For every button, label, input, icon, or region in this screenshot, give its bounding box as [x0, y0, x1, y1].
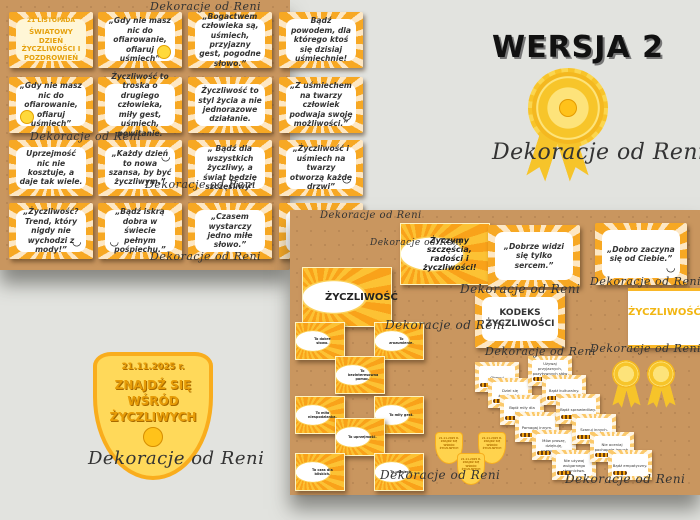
quote-card: „Czasem wystarczy jedno miłe słowo.” [188, 203, 272, 259]
version-title: WERSJA 2 [492, 30, 664, 65]
watermark: Dekoracje od Reni [565, 472, 686, 486]
watermark: Dekoracje od Reni [460, 282, 581, 296]
quote-card: Bądź powodem, dla którego ktoś się dzisi… [279, 12, 363, 68]
word-cloud-title: ŻYCZLIWOŚĆ [628, 307, 700, 318]
watermark: Dekoracje od Reni [590, 275, 700, 288]
sun-card: To zrozumienie. [374, 322, 424, 360]
watermark: Dekoracje od Reni [485, 345, 597, 358]
watermark: Dekoracje od Reni [150, 0, 262, 13]
watermark: Dekoracje od Reni [150, 250, 262, 263]
small-rosette [610, 358, 642, 390]
watermark: Dekoracje od Reni [30, 130, 142, 143]
quote-card: „Gdy nie masz nic do ofiarowanie, ofiaru… [9, 77, 93, 133]
sun-card: To uprzejmość. [335, 418, 385, 456]
smile-icon: ◡ [342, 109, 351, 123]
watermark: Dekoracje od Reni [370, 238, 463, 248]
rule-card: Bądź empatyczny. [608, 450, 652, 480]
mini-shield-badge: 21.11.2025 R.ZNAJDŹ SIĘ WŚRÓD ŻYCZLIWYCH [457, 453, 485, 485]
shield-badge: 21.11.2025 r. ZNAJDŹ SIĘ WŚRÓD ŻYCZLIWYC… [93, 352, 213, 480]
badge-line: ZNAJDŹ SIĘ [114, 378, 192, 392]
quote-card: „Gdy nie masz nic do ofiarowanie, ofiaru… [98, 12, 182, 68]
quote-card: „Każdy dzień to nowa szansa, by być życz… [98, 140, 182, 196]
card-date: 21 LISTOPADA [26, 17, 76, 25]
smile-icon: ◡ [666, 261, 675, 275]
quote-card: „Życzliwość i uśmiech na twarzy otworzą … [279, 140, 363, 196]
quote-card: „Bogactwem człowieka są, uśmiech, przyja… [188, 12, 272, 68]
badge-date: 21.11.2025 r. [121, 362, 185, 372]
smile-icon: ◡ [342, 172, 351, 186]
smiley-icon [20, 110, 34, 124]
badge-line: ŻYCZLIWYCH [109, 410, 197, 424]
quote-card: Życzliwość to troska o drugiego człowiek… [98, 72, 182, 138]
smile-icon: ◡ [110, 235, 119, 249]
badge-line: WŚRÓD [127, 394, 179, 408]
greeting-card: Życzymy szczęścia, radości i życzliwości… [400, 223, 490, 285]
quote-card: „Bądź iskrą dobra w świecie pełnym pośpi… [98, 203, 182, 259]
watermark: Dekoracje od Reni [380, 468, 501, 482]
quote-card: „Dobrze widzi się tylko sercem.” [488, 225, 580, 287]
kodeks-card: KODEKS ŻYCZLIWOŚCI [475, 290, 565, 348]
smile-icon: ◡ [72, 235, 81, 249]
watermark: Dekoracje od Reni [385, 318, 506, 332]
smile-icon: ◡ [161, 150, 170, 163]
signature: Dekoracje od Reni [88, 448, 265, 469]
quote-card: „Dobro zaczyna się od Ciebie.”◡ [595, 223, 687, 285]
sun-card: To czas dla bliskich. [295, 453, 345, 491]
watermark: Dekoracje od Reni [320, 210, 422, 221]
word-cloud-card: ŻYCZLIWOŚĆ [628, 288, 700, 348]
mini-shield-badge: 21.11.2025 R.ZNAJDŹ SIĘ WŚRÓD ŻYCZLIWYCH [478, 432, 506, 464]
quote-card: Życzliwość to styl życia a nie jednorazo… [188, 77, 272, 133]
small-rosette [645, 358, 677, 390]
award-rosette [528, 68, 608, 148]
sun-card: To dobre słowo. [295, 322, 345, 360]
watermark: Dekoracje od Reni [590, 342, 700, 355]
sun-card: To bezinteresowna pomoc. [335, 356, 385, 394]
quote-card: „Z uśmiechem na twarzy człowiek podwaja … [279, 77, 363, 133]
smiley-icon [143, 427, 163, 447]
smiley-icon [157, 45, 171, 59]
sun-card: To uśmiech. [374, 453, 424, 491]
signature: Dekoracje od Reni [492, 140, 700, 165]
watermark: Dekoracje od Reni [145, 178, 257, 191]
rule-card: Nie używaj wulgarnego słownictwa. [552, 450, 596, 480]
quote-card: Uprzejmość nic nie kosztuje, a daje tak … [9, 140, 93, 196]
quote-card: „ Bądź dla wszystkich życzliwy, a świat … [188, 140, 272, 196]
bottom-cork-board: Życzymy szczęścia, radości i życzliwości… [290, 210, 700, 495]
smiley-icon [559, 99, 577, 117]
title-card: ŻYCZLIWOŚĆ [302, 267, 398, 327]
quote-card: „Życzliwość? Trend, który nigdy nie wych… [9, 203, 93, 259]
